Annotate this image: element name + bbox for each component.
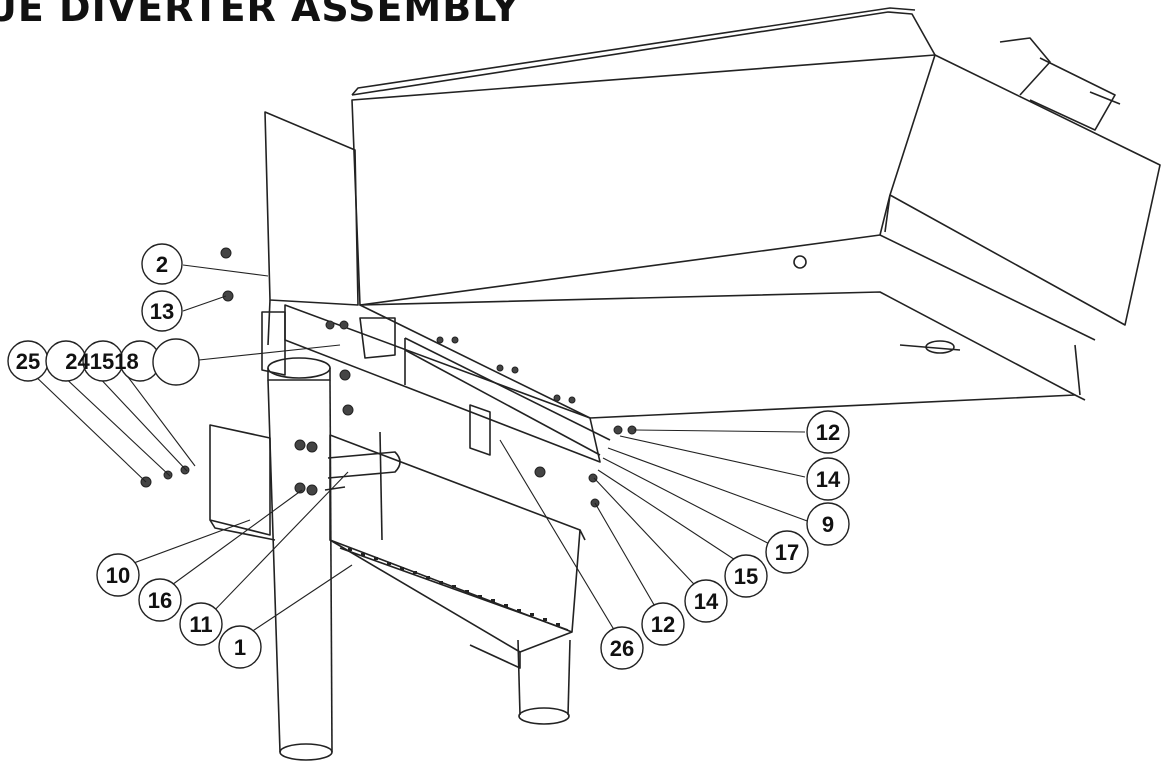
callout-13: 13 — [141, 290, 183, 332]
callout-16: 16 — [138, 578, 182, 622]
callout-label: 13 — [150, 299, 174, 324]
callout-25: 25 — [7, 340, 49, 382]
callout-label: 14 — [694, 589, 719, 614]
callout-2: 2 — [141, 243, 183, 285]
callout-9: 9 — [806, 502, 850, 546]
callout-14b: 14 — [684, 579, 728, 623]
callout-label: 11 — [189, 612, 212, 637]
callout-label: 1 — [234, 635, 246, 660]
back-plate — [261, 111, 359, 376]
callout-26: 26 — [600, 626, 644, 670]
callout-12a: 12 — [806, 410, 850, 454]
callout-label: 12 — [651, 612, 675, 637]
callout-241518: 241518 — [45, 340, 161, 382]
tray-perforations — [348, 548, 560, 626]
diagram-title: UE DIVERTER ASSEMBLY — [0, 0, 521, 30]
callout-label: 17 — [775, 540, 799, 565]
callout-label: 15 — [734, 564, 758, 589]
leader-lines — [31, 264, 811, 644]
hopper-body — [351, 7, 1161, 341]
callout-label: 10 — [106, 563, 130, 588]
callout-label: 9 — [822, 512, 834, 537]
callout-label: 26 — [610, 636, 634, 661]
callout-10: 10 — [96, 553, 140, 597]
callout-14a: 14 — [806, 457, 850, 501]
perforated-tray — [329, 431, 586, 669]
callout-1: 1 — [218, 625, 262, 669]
callout-15: 15 — [724, 554, 768, 598]
callout-12b: 12 — [641, 602, 685, 646]
rail-channel — [284, 304, 611, 463]
callout-label: 12 — [816, 420, 840, 445]
vertical-pipes — [267, 357, 571, 761]
callout-label: 2 — [156, 252, 168, 277]
callout-label: 14 — [816, 467, 841, 492]
callouts: 2 13 25 241518 12 — [7, 243, 850, 670]
callout-17: 17 — [765, 530, 809, 574]
callout-label: 16 — [148, 588, 172, 613]
callout-11: 11 — [179, 602, 223, 646]
fasteners — [140, 247, 637, 508]
bottom-plate — [359, 291, 1086, 419]
callout-label: 241518 — [65, 349, 138, 374]
callout-label: 25 — [16, 349, 40, 374]
u-bolt-bracket — [209, 424, 401, 541]
callout-blank — [152, 338, 200, 386]
